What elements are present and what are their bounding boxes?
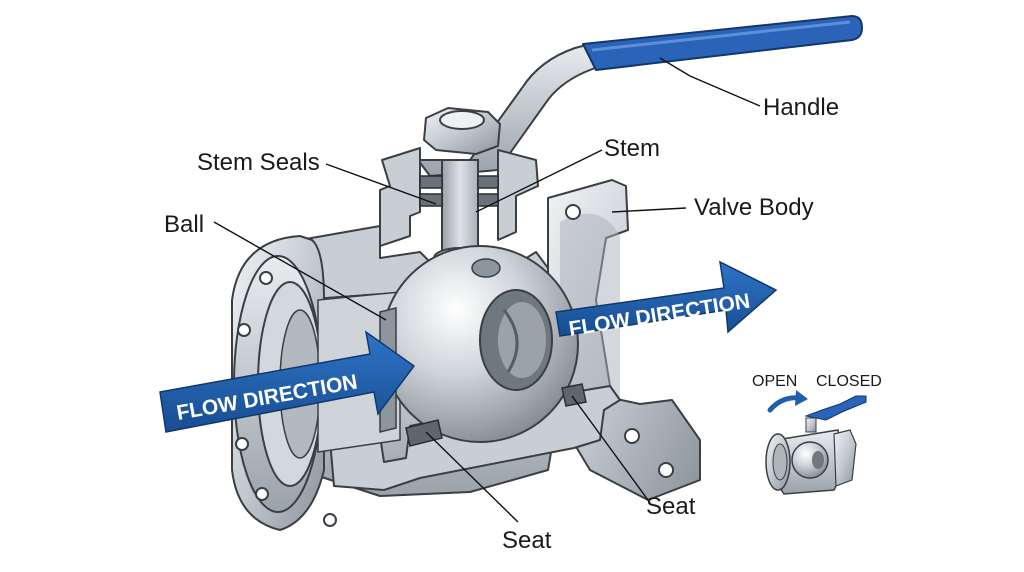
label-handle: Handle [763,94,839,121]
label-seat-right: Seat [646,493,696,520]
label-stem: Stem [604,135,660,162]
label-valve-body: Valve Body [694,194,814,221]
ball [379,245,587,447]
label-stem-seals: Stem Seals [197,149,320,176]
stem-nut [423,107,501,155]
inset-closed-label: CLOSED [816,373,882,390]
flange-bolt-holes [235,271,337,527]
label-ball: Ball [164,211,204,238]
label-seat-left: Seat [502,527,552,554]
seat-right-ring [561,383,587,407]
leader-lines [213,57,761,523]
open-closed-inset: OPEN CLOSED [752,373,882,495]
handle [417,15,863,177]
inset-open-label: OPEN [752,373,797,390]
